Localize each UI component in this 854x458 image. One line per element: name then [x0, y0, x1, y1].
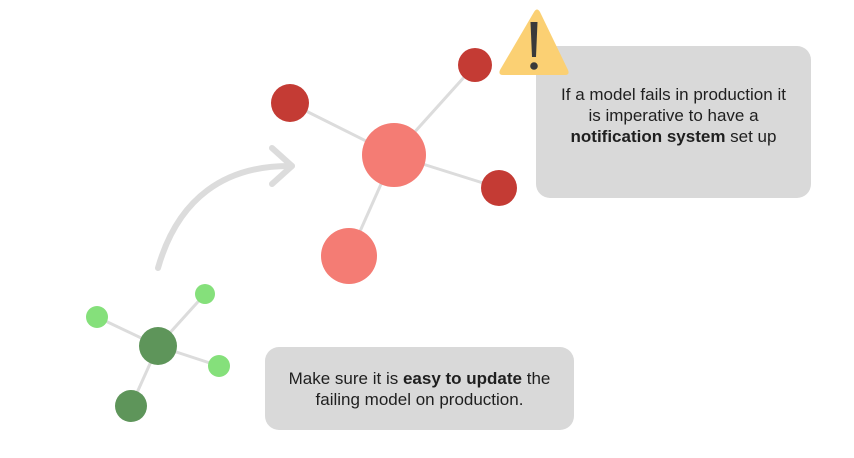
update-callout-line1-end: the: [522, 368, 551, 388]
network-node: [86, 306, 108, 328]
network-hub-node: [362, 123, 426, 187]
warning-triangle-icon: [499, 9, 569, 75]
network-node: [115, 390, 147, 422]
notification-callout-line2: is imperative to have a: [588, 105, 759, 125]
update-callout: Make sure it is easy to update the faili…: [265, 347, 574, 430]
notification-callout-line1: If a model fails in production it: [561, 84, 786, 104]
network-node: [458, 48, 492, 82]
network-node: [208, 355, 230, 377]
notification-callout-emphasis: notification system: [570, 126, 726, 146]
notification-callout-line3: set up: [725, 126, 777, 146]
update-callout-emphasis: easy to update: [402, 368, 522, 388]
network-node: [271, 84, 309, 122]
curved-arrow-icon: [155, 145, 295, 271]
update-callout-line1-start: Make sure it is: [288, 368, 403, 388]
warning-exclamation-dot: [530, 62, 538, 70]
warning-exclamation-bar: [530, 22, 538, 57]
notification-callout: If a model fails in production it is imp…: [536, 46, 811, 198]
arrow-curve: [155, 162, 295, 271]
arrow-head: [269, 145, 295, 187]
update-callout-line2: failing model on production.: [315, 389, 524, 409]
failing-model-network: [271, 48, 517, 284]
network-node: [321, 228, 377, 284]
healthy-model-network: [86, 284, 230, 422]
network-hub-node: [139, 327, 177, 365]
network-node: [481, 170, 517, 206]
network-node: [195, 284, 215, 304]
